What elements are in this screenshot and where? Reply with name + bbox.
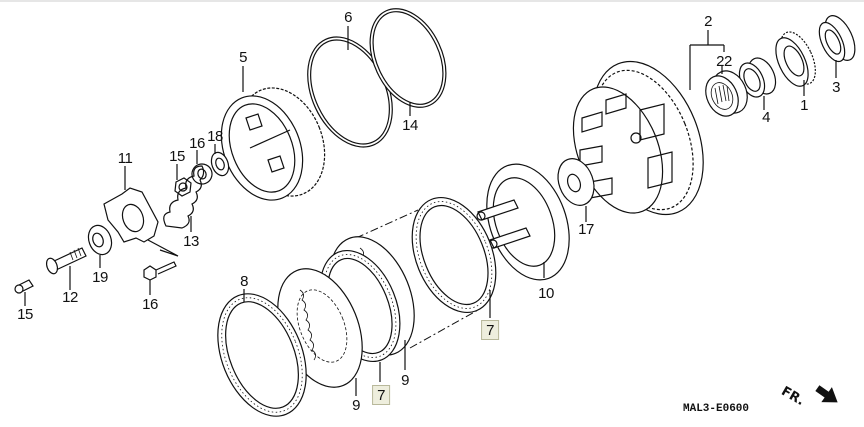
part-17-lock-nut[interactable] — [174, 164, 192, 197]
bracket-2-22 — [689, 30, 725, 90]
callout-10[interactable]: 10 — [538, 285, 554, 302]
arrow-right-down-icon — [811, 385, 838, 403]
part-5-clutch-center[interactable] — [207, 66, 341, 212]
callout-6[interactable]: 6 — [344, 9, 352, 26]
diagram-code: MAL3-E0600 — [683, 403, 750, 415]
callout-9-lower[interactable]: 9 — [352, 397, 360, 414]
callout-18[interactable]: 16 — [189, 135, 205, 152]
callout-17[interactable]: 15 — [169, 148, 185, 165]
part-7-friction-disk-upper[interactable] — [396, 185, 511, 325]
part-16-bolt[interactable] — [143, 261, 177, 295]
callout-20[interactable]: 18 — [207, 128, 223, 145]
callout-14[interactable]: 14 — [402, 117, 418, 134]
part-13-clutch-spring[interactable] — [163, 165, 205, 232]
part-22-needle-bearing[interactable] — [700, 65, 754, 121]
part-20-washer[interactable] — [208, 144, 231, 178]
callout-2[interactable]: 2 — [704, 13, 712, 30]
part-15-lifter-piece[interactable] — [14, 279, 34, 306]
callout-3[interactable]: 3 — [832, 79, 840, 96]
callout-12[interactable]: 12 — [62, 289, 78, 306]
part-18-washer[interactable] — [189, 150, 215, 187]
part-3-collar[interactable] — [814, 11, 861, 78]
part-19-thrust-washer[interactable] — [552, 154, 600, 222]
callout-13[interactable]: 13 — [183, 233, 199, 250]
callout-9-upper[interactable]: 9 — [401, 372, 409, 389]
part-2-clutch-outer[interactable] — [556, 45, 724, 231]
assembly-line-top — [355, 209, 419, 239]
part-12-lifter-rod[interactable] — [45, 247, 87, 290]
callout-8[interactable]: 8 — [240, 273, 248, 290]
callout-7-highlighted-lower[interactable]: 7 — [372, 385, 390, 405]
callout-15[interactable]: 15 — [17, 306, 33, 323]
assembly-line-bottom — [409, 309, 479, 349]
callout-4[interactable]: 4 — [762, 109, 770, 126]
part-21-bearing[interactable] — [85, 222, 116, 268]
part-8-friction-disk-end[interactable] — [201, 281, 323, 427]
callout-19[interactable]: 17 — [578, 221, 594, 238]
callout-7-highlighted-upper[interactable]: 7 — [481, 320, 499, 340]
part-11-lifter-plate[interactable] — [103, 166, 179, 257]
part-1-one-way-clutch[interactable] — [769, 27, 822, 96]
part-4-guide-collar[interactable] — [734, 54, 780, 110]
callout-11[interactable]: 11 — [117, 150, 133, 167]
callout-5[interactable]: 5 — [239, 49, 247, 66]
part-14-judder-spring[interactable] — [355, 0, 461, 119]
callout-22[interactable]: 22 — [716, 53, 732, 70]
callout-21[interactable]: 19 — [92, 269, 108, 286]
callout-1[interactable]: 1 — [800, 97, 808, 114]
top-border — [0, 0, 864, 2]
part-10-pressure-plate[interactable] — [472, 153, 584, 292]
callout-16[interactable]: 16 — [142, 296, 158, 313]
